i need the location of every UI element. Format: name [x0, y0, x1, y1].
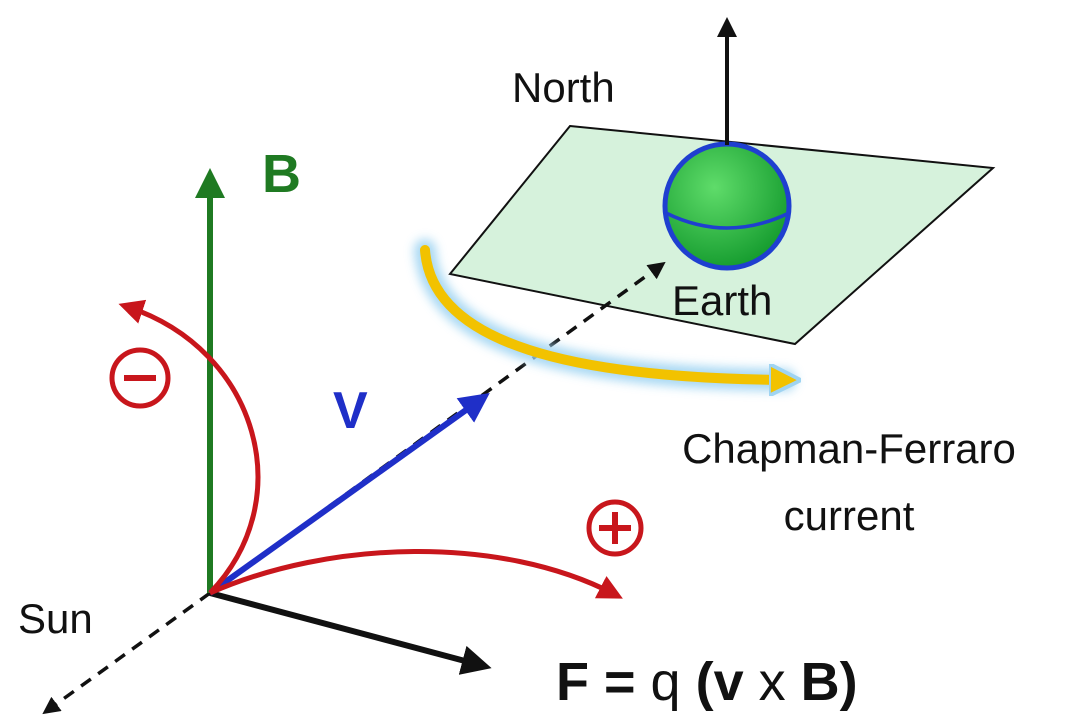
earth-label: Earth [672, 277, 772, 324]
equation-b: B [801, 652, 840, 712]
equation-q: q [651, 652, 681, 712]
positive-charge-path-arrow [208, 549, 623, 599]
chapman-ferraro-current-arrow [414, 239, 785, 380]
force-arrow [209, 590, 492, 675]
equation-close-paren: ) [840, 652, 858, 712]
earth-globe [662, 141, 792, 271]
north-label: North [512, 64, 615, 111]
velocity-label: V [333, 382, 368, 440]
current-label-line2: current [784, 492, 915, 539]
force-equation: F = q (v x B) [556, 652, 858, 712]
equation-v: v [714, 652, 744, 712]
b-field-label: B [262, 144, 301, 204]
equation-open-paren: ( [681, 652, 714, 712]
positive-charge-symbol: + [586, 499, 644, 557]
equation-equals: = [589, 652, 651, 712]
negative-charge-symbol: − [109, 347, 171, 409]
current-label-line1: Chapman-Ferraro [682, 425, 1016, 472]
equation-cross: x [744, 652, 801, 712]
velocity-arrow [208, 393, 490, 596]
sun-label: Sun [18, 595, 93, 642]
negative-charge-path-arrow [118, 299, 261, 595]
equation-force: F [556, 652, 589, 712]
